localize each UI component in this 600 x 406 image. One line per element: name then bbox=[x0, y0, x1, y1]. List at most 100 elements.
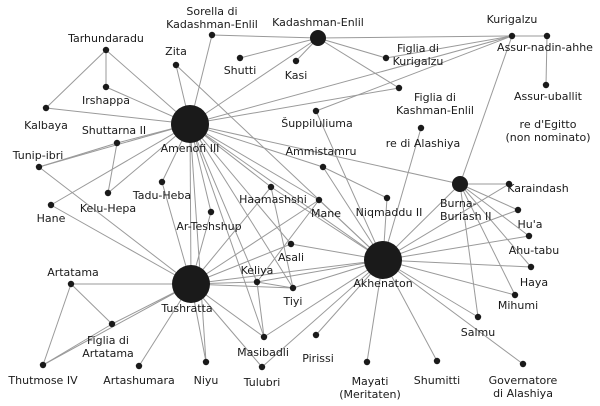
node-haamashshi bbox=[267, 183, 275, 191]
node-label-line: Tadu-Heba bbox=[132, 189, 191, 202]
node-label-line: Keliya bbox=[241, 264, 274, 277]
edge-shuttarna-tunip bbox=[38, 142, 118, 168]
node-label-haya: Haya bbox=[520, 276, 548, 289]
node-label-line: Karaindash bbox=[507, 182, 569, 195]
edge-kadashman-figlia_kash bbox=[317, 37, 400, 89]
node-label-shutti: Shutti bbox=[224, 64, 257, 77]
node-label-line: Shutti bbox=[224, 64, 257, 77]
node-asali bbox=[287, 240, 295, 248]
edge-suppiluliuma-akhenaton bbox=[315, 110, 384, 261]
edge-kurigalzu-suppiluliuma bbox=[315, 35, 513, 112]
node-label-mayati: Mayati(Meritaten) bbox=[339, 375, 401, 401]
node-label-line: re di Alashiya bbox=[386, 137, 460, 150]
node-artashumara bbox=[135, 362, 143, 370]
edge-amenofi-tunip bbox=[38, 123, 191, 168]
node-label-amenofi: Amenofi III bbox=[161, 142, 220, 155]
node-label-line: Tarhundaradu bbox=[67, 32, 144, 45]
node-label-irshappa: Irshappa bbox=[82, 94, 130, 107]
node-tiyi bbox=[289, 284, 297, 292]
node-label-line: (non nominato) bbox=[506, 131, 591, 144]
edge-kurigalzu-figlia_kuri bbox=[385, 35, 513, 59]
node-label-line: Figlia di bbox=[397, 42, 439, 55]
node-assur-nadin bbox=[543, 32, 551, 40]
node-label-line: Mane bbox=[311, 207, 341, 220]
node-arteshshup bbox=[207, 208, 215, 216]
node-label-tiyi: Tiyi bbox=[282, 295, 302, 308]
node-label-line: Kashman-Enlil bbox=[396, 104, 474, 117]
edge-amenofi-tiyi bbox=[189, 123, 294, 289]
edge-mane-tushratta bbox=[190, 199, 320, 285]
node-label-artashumara: Artashumara bbox=[103, 374, 175, 387]
node-kasi bbox=[292, 57, 300, 65]
node-kurigalzu bbox=[508, 32, 516, 40]
node-label-line: Tiyi bbox=[282, 295, 302, 308]
edge-artatama-figlia_art bbox=[70, 283, 113, 325]
node-niqmaddu bbox=[383, 194, 391, 202]
node-label-re-alashiya: re di Alashiya bbox=[386, 137, 460, 150]
edge-haamashshi-tiyi bbox=[270, 186, 294, 289]
node-label-line: Mayati bbox=[352, 375, 389, 388]
edge-amenofi-kurigalzu bbox=[189, 35, 513, 125]
edge-keliya-masibadli bbox=[256, 281, 265, 338]
node-salmu bbox=[474, 313, 482, 321]
node-shuttarna bbox=[113, 139, 121, 147]
node-label-line: Artashumara bbox=[103, 374, 175, 387]
node-label-kurigalzu: Kurigalzu bbox=[487, 13, 538, 26]
edge-mane-keliya bbox=[256, 199, 320, 283]
node-thutmose bbox=[39, 361, 47, 369]
node-label-line: Pirissi bbox=[302, 352, 334, 365]
node-label-line: Kasi bbox=[285, 69, 308, 82]
node-label-tunip: Tunip-ibri bbox=[12, 149, 64, 162]
edge-zita-akhenaton bbox=[175, 64, 384, 261]
node-label-masibadli: Masibadli bbox=[237, 346, 289, 359]
node-label-line: Artatama bbox=[82, 347, 134, 360]
edge-burna-salmu bbox=[459, 183, 479, 318]
edge-tushratta-thutmose bbox=[42, 283, 192, 366]
node-label-mane: Mane bbox=[311, 207, 341, 220]
edge-hane-tushratta bbox=[50, 204, 192, 285]
node-label-line: Assur-nadin-ahhe bbox=[497, 41, 593, 54]
node-label-keliya: Keliya bbox=[241, 264, 274, 277]
node-label-akhenaton: Akhenaton bbox=[353, 277, 412, 290]
node-governatore bbox=[519, 360, 527, 368]
edge-amenofi-masibadli bbox=[189, 123, 265, 338]
node-label-line: Shumitti bbox=[414, 374, 460, 387]
node-kalbaya bbox=[42, 104, 50, 112]
node-masibadli bbox=[260, 333, 268, 341]
node-label-tarhundaradu: Tarhundaradu bbox=[67, 32, 144, 45]
node-amenofi bbox=[171, 105, 209, 143]
node-label-line: Kalbaya bbox=[24, 119, 68, 132]
node-label-line: Kadashman-Enlil bbox=[272, 16, 364, 29]
node-shutti bbox=[236, 54, 244, 62]
node-label-assur-nadin: Assur-nadin-ahhe bbox=[497, 41, 593, 54]
node-label-mihumi: Mihumi bbox=[498, 299, 538, 312]
edge-amenofi-asali bbox=[189, 123, 292, 245]
node-label-hua: Hu'a bbox=[517, 218, 542, 231]
edge-kadashman-sorella bbox=[211, 34, 319, 39]
node-hua bbox=[514, 206, 522, 214]
node-ammistamru bbox=[319, 163, 327, 171]
node-keliya bbox=[253, 278, 261, 286]
edge-artatama-thutmose bbox=[42, 283, 72, 366]
node-label-line: Shuttarna II bbox=[82, 124, 146, 137]
node-tushratta bbox=[172, 265, 210, 303]
node-label-tushratta: Tushratta bbox=[160, 302, 212, 315]
node-figlia-kash bbox=[395, 84, 403, 92]
edge-kadashman-shutti bbox=[239, 37, 319, 59]
node-label-hane: Hane bbox=[37, 212, 66, 225]
node-label-line: Tushratta bbox=[160, 302, 212, 315]
edge-re_alashiya-akhenaton bbox=[382, 127, 422, 261]
edge-amenofi-kadashman bbox=[189, 37, 319, 125]
node-suppiluliuma bbox=[312, 107, 320, 115]
edge-akhenaton-hua bbox=[382, 209, 519, 261]
node-label-tulubri: Tulubri bbox=[243, 376, 281, 389]
edge-burna-hua bbox=[459, 183, 519, 211]
edge-amenofi-burna bbox=[189, 123, 461, 185]
node-label-line: Burna- bbox=[440, 197, 477, 210]
edge-kadashman-kurigalzu bbox=[317, 35, 513, 39]
node-kadashman bbox=[310, 30, 326, 46]
node-label-line: Governatore bbox=[489, 374, 558, 387]
